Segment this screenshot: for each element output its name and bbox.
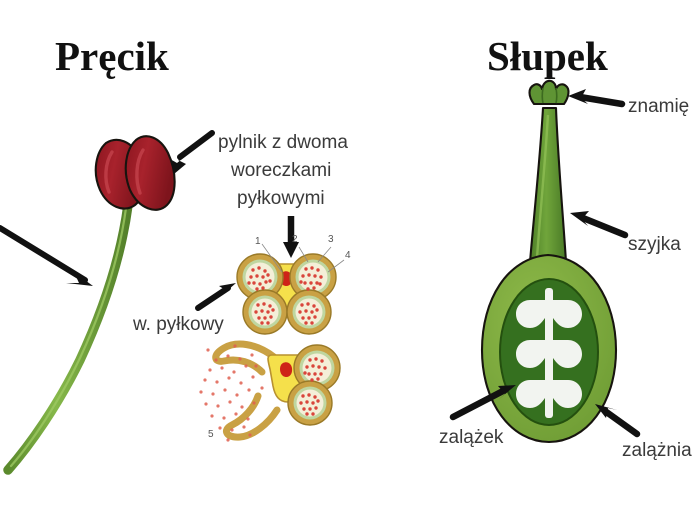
stigma-groove-right (555, 87, 558, 104)
anther-cross-section-dehisced: 5 (199, 340, 341, 442)
arrow-to-ovule-head (498, 385, 516, 400)
ovule-3 (516, 340, 545, 368)
ovule-group (516, 300, 582, 408)
filament-highlight (9, 206, 128, 468)
arrow-down-head (283, 242, 299, 258)
anther-label-line1: pylnik z dwoma (218, 132, 348, 153)
leader-line-3 (317, 246, 332, 263)
ovule-5 (516, 380, 545, 408)
stigma-label: znamię (628, 96, 689, 117)
style-highlight (535, 114, 550, 259)
ovule-1 (516, 300, 545, 328)
ovule-6 (553, 380, 582, 408)
anther-highlight-left (104, 150, 114, 194)
anther-cross-section-closed: 1 2 3 4 (236, 234, 351, 335)
dehisced-number-5: 5 (208, 429, 214, 440)
arrow-to-stigma-head (568, 89, 588, 104)
cross-section-number-1: 1 (255, 236, 261, 247)
pollen-sac-label: w. pyłkowy (132, 314, 224, 335)
placenta-column (545, 288, 553, 418)
arrow-to-ovary-head (595, 404, 617, 418)
page-title-pistil: Słupek (487, 33, 608, 79)
stigma-groove-left (541, 87, 544, 104)
arrow-to-pollen-sac-shaft (195, 285, 231, 311)
cross-section-number-4: 4 (345, 250, 351, 261)
arrow-to-filament-shaft (0, 225, 88, 283)
ovule-4 (553, 340, 582, 368)
cross-section-number-3: 3 (328, 234, 334, 245)
dehisced-wall-upper-left (212, 340, 278, 376)
style-label: szyjka (628, 234, 681, 255)
anther-label-line2: woreczkami (230, 160, 331, 181)
arrow-to-style-head (570, 211, 589, 226)
anther-body (94, 135, 176, 211)
leader-line-1 (261, 243, 283, 273)
arrow-to-ovule-shaft (449, 387, 507, 421)
cross-section-number-2: 2 (292, 234, 298, 245)
arrow-to-ovary-shaft (601, 407, 641, 438)
leader-line-4 (327, 259, 345, 273)
anther-highlight-right (135, 148, 145, 195)
page-title-stamen: Pręcik (55, 33, 169, 79)
pistil-illustration: znamię szyjka zalążek zalążnia (439, 79, 692, 461)
arrow-to-style-shaft (579, 214, 629, 239)
arrow-to-anther-shaft (177, 130, 215, 160)
dehisced-wall-lower-left (223, 392, 281, 441)
arrow-to-stigma-shaft (576, 93, 626, 108)
arrow-to-anther (170, 134, 213, 174)
pollen-grains-closed (247, 266, 323, 325)
dispersing-pollen-cloud (199, 344, 264, 442)
stamen-illustration: pylnik z dwoma woreczkami pyłkowymi (0, 130, 351, 475)
ovary-label: zalążnia (622, 440, 692, 461)
pollen-grains-dehisced (299, 357, 327, 416)
ovule-label: zalążek (439, 427, 504, 448)
leader-line-2 (298, 246, 309, 263)
stigma-body (528, 79, 570, 106)
anther-label-line3: pyłkowymi (237, 188, 325, 209)
dehisced-vascular-bundle (280, 362, 293, 378)
ovule-2 (553, 300, 582, 328)
arrow-to-filament-head (66, 272, 93, 286)
arrow-to-pollen-sac-head (219, 283, 236, 297)
